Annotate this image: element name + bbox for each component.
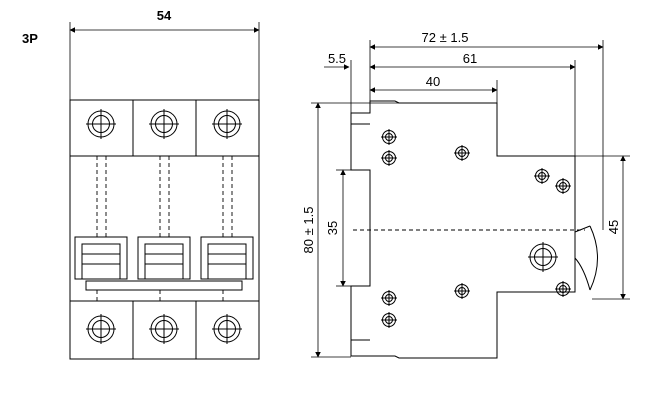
toggle-switch-icon: [137, 236, 191, 280]
terminal-screw-icon: [85, 108, 117, 140]
terminal-screw-icon: [211, 313, 243, 345]
screw-icon: [380, 311, 398, 329]
toggle-switch-icon: [200, 236, 254, 280]
terminal-screw-icon: [85, 313, 117, 345]
dimension-depth-40: 40: [369, 74, 498, 103]
screw-icon: [554, 280, 572, 298]
dimension-offset-and-61: 5.5 61: [324, 51, 576, 156]
offset-label: 5.5: [328, 51, 346, 66]
terminal-screw-icon: [211, 108, 243, 140]
side-outline: [350, 100, 576, 359]
depth-61-label: 61: [463, 51, 477, 66]
dimension-overall-depth: 72 ± 1.5: [369, 30, 604, 230]
label-3p: 3P: [22, 31, 38, 46]
screw-icon: [380, 149, 398, 167]
terminal-screw-icon: [148, 313, 180, 345]
height-label: 80 ± 1.5: [301, 207, 316, 254]
screw-icon: [453, 282, 471, 300]
front-outline: [69, 99, 260, 360]
screw-icon: [554, 177, 572, 195]
screw-icon: [453, 144, 471, 162]
depth-40-label: 40: [426, 74, 440, 89]
side-view: [350, 100, 598, 359]
toggle-switch-icon: [74, 236, 128, 280]
handle-tie-bar: [85, 280, 243, 291]
overall-depth-label: 72 ± 1.5: [422, 30, 469, 45]
screw-icon: [533, 167, 551, 185]
width-dimension-label: 54: [157, 8, 172, 23]
screw-icon: [380, 289, 398, 307]
dimension-height: 80 ± 1.5: [301, 102, 399, 358]
dimension-height-45: 45: [575, 155, 630, 300]
height-45-label: 45: [606, 220, 621, 234]
dimension-width: 54: [69, 8, 260, 100]
terminal-screw-icon: [527, 241, 559, 273]
front-view: [69, 99, 260, 360]
terminal-screw-icon: [148, 108, 180, 140]
dimension-rail: 35: [325, 169, 351, 287]
rail-label: 35: [325, 221, 340, 235]
screw-icon: [380, 128, 398, 146]
